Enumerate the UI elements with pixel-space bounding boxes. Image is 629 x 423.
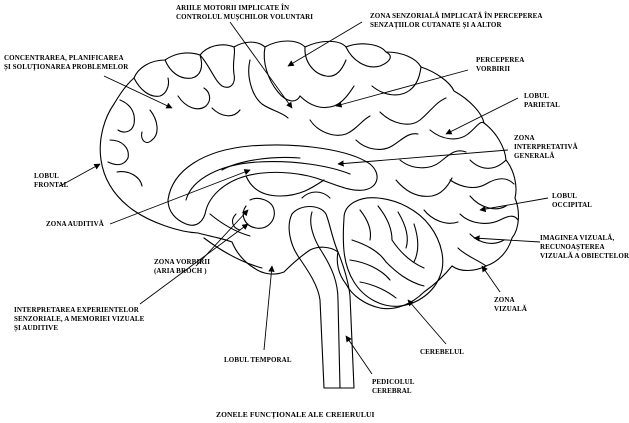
label-auditory-zone: ZONA AUDITIVĂ [46, 220, 104, 228]
label-interpretation-experiences: INTERPRETAREA EXPERIENTELOR SENZORIALE, … [14, 306, 145, 332]
arrow-visual-image [473, 235, 541, 243]
label-parietal-lobe: LOBUL PARIETAL [524, 92, 560, 109]
arrow-visual-zone [481, 265, 501, 293]
label-motor-areas: ARIILE MOTORII IMPLICATE ÎN CONTROLUL MU… [176, 4, 314, 21]
label-temporal-lobe: LOBUL TEMPORAL [224, 356, 292, 364]
label-concentration: CONCENTRAREA, PLANIFICAREA ȘI SOLUȚIONAR… [4, 54, 129, 71]
label-frontal-lobe: LOBUL FRONTAL [34, 172, 69, 189]
label-sensory-zone: ZONA SENZORIALĂ IMPLICATĂ ÎN PERCEPEREA … [370, 12, 543, 29]
arrow-parietal [445, 97, 519, 135]
cerebellum [342, 197, 444, 307]
arrow-concentration [103, 75, 173, 109]
label-visual-image: IMAGINEA VIZUALĂ, RECUNOAȘTEREA VIZUALĂ … [540, 234, 629, 260]
arrow-cerebellum [407, 299, 447, 345]
arrow-temporal [263, 265, 275, 351]
label-brain-stem: PEDICOLUL CEREBRAL [372, 378, 415, 395]
label-occipital-lobe: LOBUL OCCIPITAL [552, 192, 593, 209]
arrow-frontal [59, 163, 101, 187]
arrow-interpretive [337, 149, 509, 167]
arrow-brain-stem [345, 335, 373, 375]
arrow-speech-zone [195, 209, 249, 267]
arrow-auditory [109, 169, 251, 225]
arrow-occipital [479, 197, 549, 213]
label-cerebellum: CEREBELUL [420, 348, 465, 356]
arrow-sensory-zone [287, 21, 363, 67]
corpus-callosum [167, 144, 378, 226]
diagram-title: ZONELE FUNCȚIONALE ALE CREIERULUI [216, 410, 375, 419]
arrow-interpretation [139, 223, 249, 305]
arrow-motor-areas [229, 21, 293, 109]
label-interpretive-zone: ZONA INTERPRETATIVĂ GENERALĂ [514, 134, 578, 160]
label-speech-zone: ZONA VORBIRII (ARIA BROCH ) [154, 258, 211, 275]
label-visual-zone: ZONA VIZUALĂ [494, 296, 527, 313]
arrow-speech-perception [335, 69, 469, 108]
label-speech-perception: PERCEPEREA VORBIRII [476, 56, 525, 73]
brain-stem [288, 205, 355, 389]
